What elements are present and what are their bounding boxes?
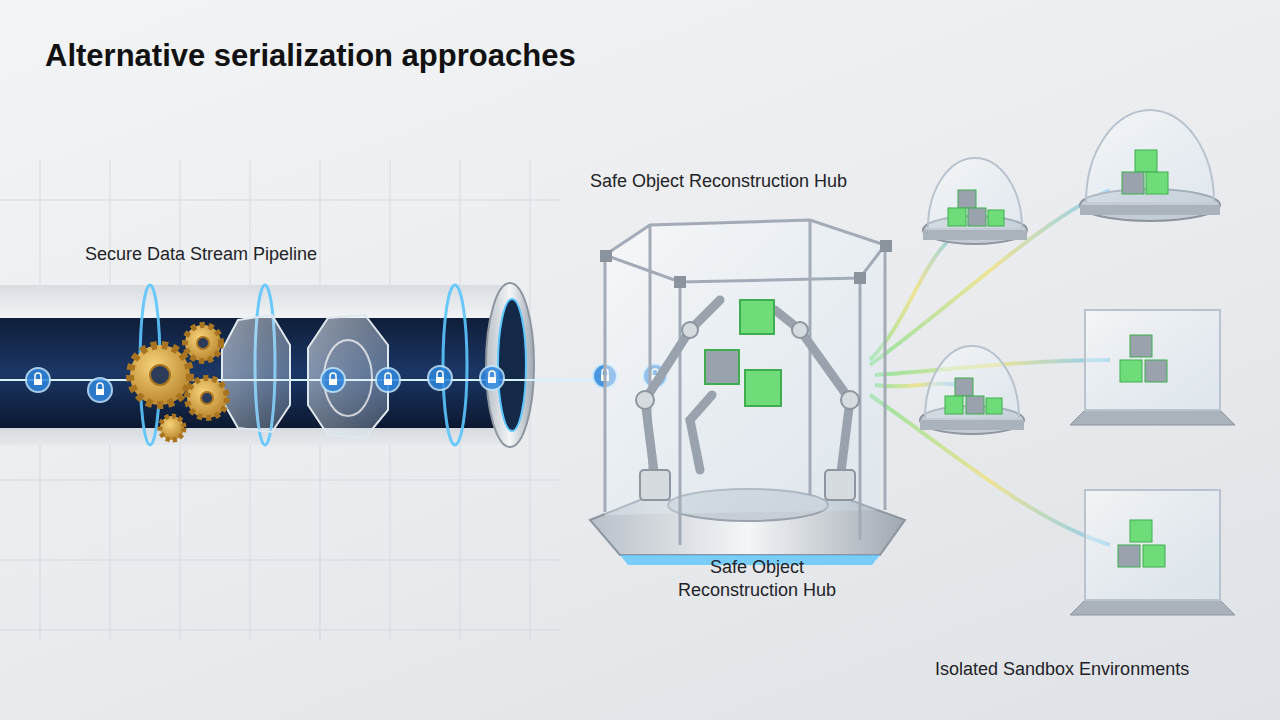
group-label: Isolated Sandbox Environments [935, 658, 1265, 681]
pipeline: Secure Data Stream Pipeline [0, 240, 540, 450]
node-label: Secure Data Stream Pipeline [85, 243, 525, 266]
diagram-title: Alternative serialization approaches [45, 38, 576, 74]
node-label: Safe Object Reconstruction Hub [657, 556, 857, 603]
reconstruction-hub: Safe Object Reconstruction HubSafe Objec… [585, 168, 905, 607]
node-label: Safe Object Reconstruction Hub [590, 170, 900, 193]
